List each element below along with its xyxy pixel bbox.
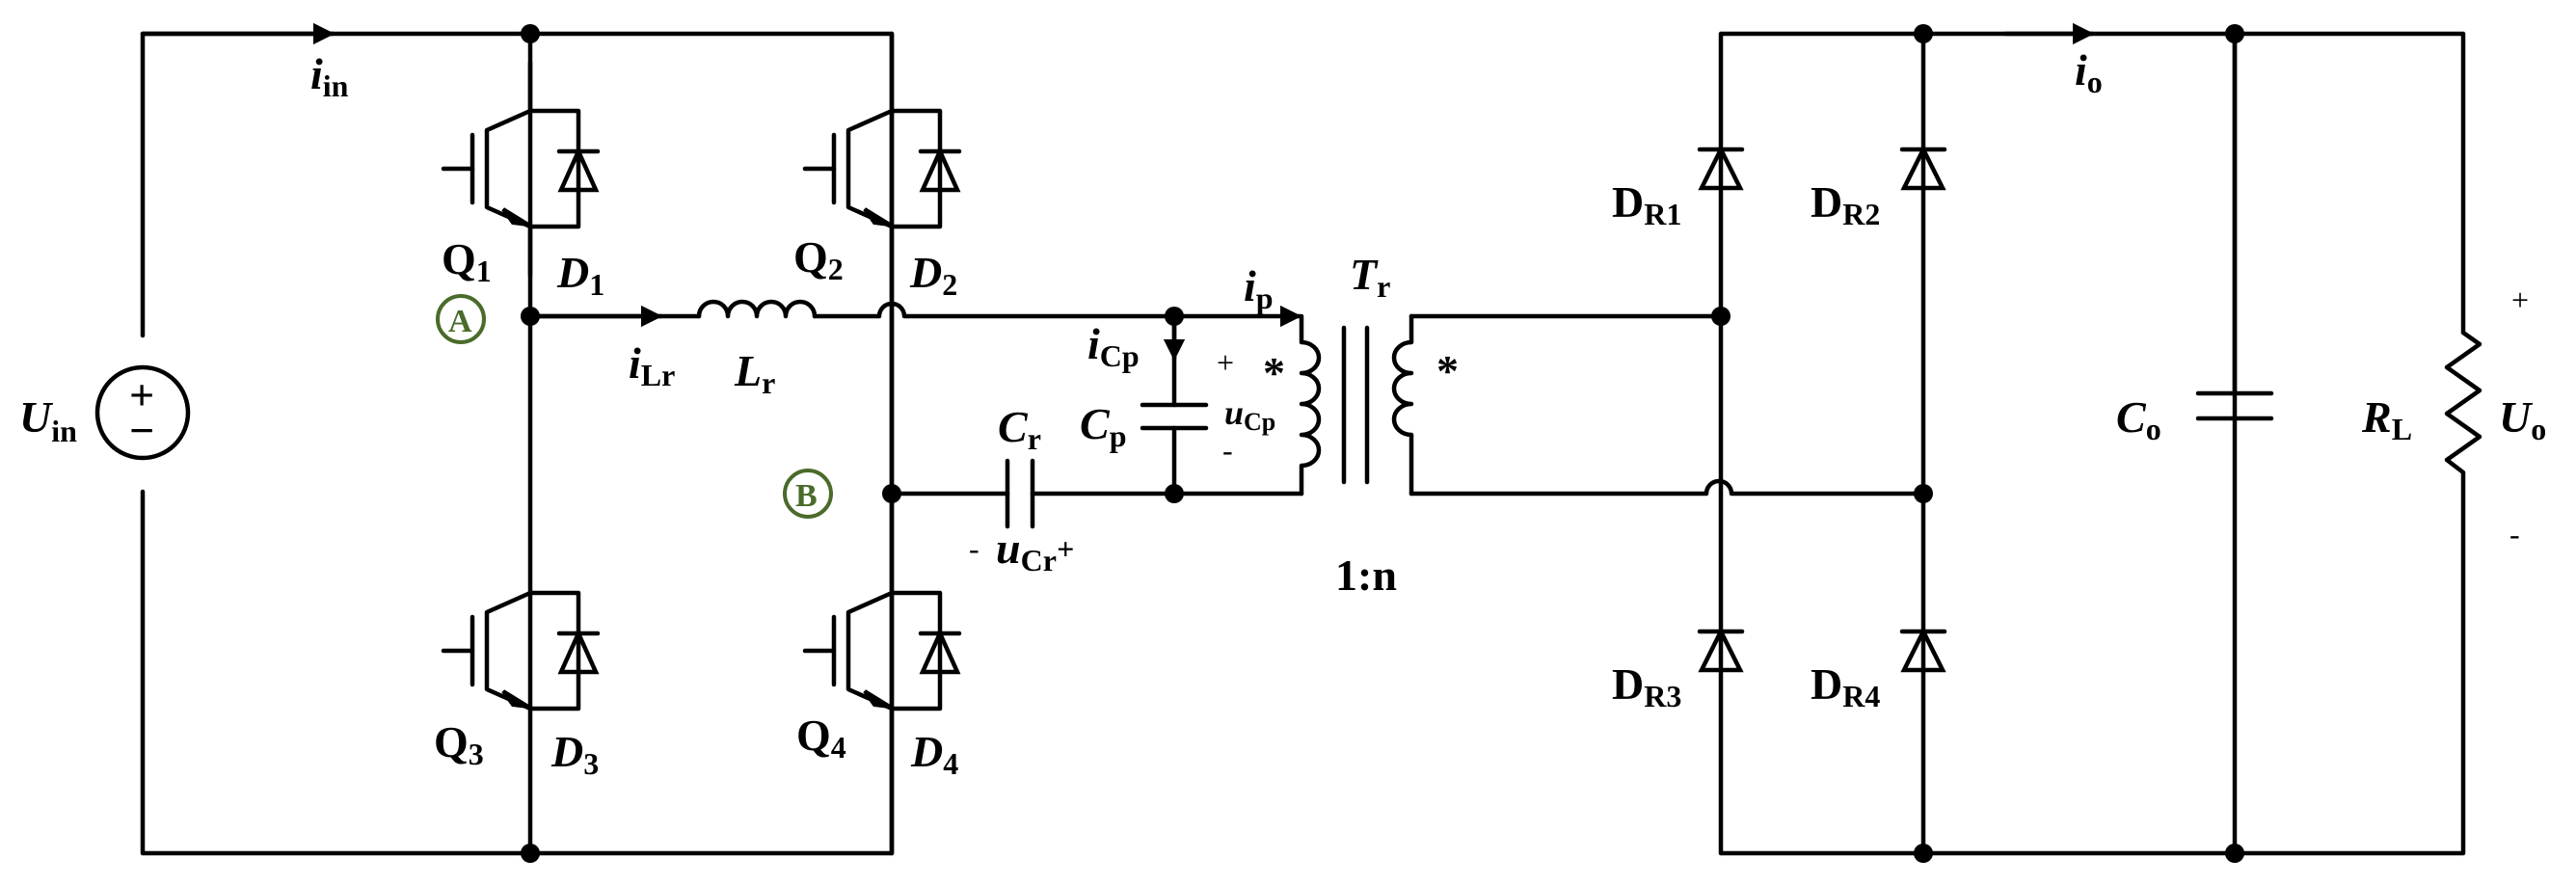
input-rails	[140, 22, 895, 856]
label-d3: D3	[550, 727, 599, 781]
label-q4: Q4	[796, 711, 846, 765]
label-dr2: DR2	[1811, 177, 1880, 231]
label-d1: D1	[556, 248, 604, 302]
diode-dr2	[1899, 144, 1947, 191]
label-u-in: Uin	[19, 392, 77, 448]
label-u-cp-minus: -	[1222, 433, 1233, 468]
resonant-path-top	[527, 299, 1177, 328]
switch-q1	[441, 60, 601, 278]
diode-dr3	[1697, 626, 1745, 673]
label-q3: Q3	[434, 717, 484, 771]
label-turns-ratio: 1:n	[1335, 550, 1397, 600]
label-u-o-minus: -	[2509, 517, 2520, 551]
label-u-o-plus: +	[2511, 282, 2529, 317]
output-rails	[1718, 22, 2466, 856]
label-i-lr: iLr	[629, 338, 675, 392]
label-dr1: DR1	[1612, 177, 1681, 231]
label-c-p: Cp	[1080, 399, 1126, 453]
input-voltage-source: + −	[94, 364, 191, 461]
resistor-rl	[2444, 330, 2482, 475]
capacitor-co	[2195, 31, 2274, 421]
label-i-in: iin	[310, 49, 349, 103]
label-r-l: RL	[2361, 392, 2412, 446]
diode-dr1	[1697, 144, 1745, 191]
resonant-path-bottom	[889, 458, 1304, 529]
transformer-tr	[1299, 313, 1926, 497]
label-c-r: Cr	[998, 402, 1041, 456]
label-u-cp: uCp	[1224, 393, 1275, 436]
label-q1: Q1	[442, 234, 492, 288]
label-i-cp: iCp	[1087, 319, 1140, 373]
svg-text:A: A	[448, 304, 472, 339]
label-d4: D4	[910, 727, 958, 781]
label-u-cr: uCr+	[996, 524, 1074, 577]
node-b-marker: B	[783, 469, 833, 519]
label-u-cp-plus: +	[1217, 345, 1234, 380]
label-t-r: Tr	[1350, 250, 1390, 304]
label-u-o: Uo	[2499, 392, 2546, 446]
source-minus-sign: −	[129, 406, 154, 455]
dot-primary: *	[1263, 348, 1285, 397]
switch-q2	[802, 108, 962, 229]
label-i-p: ip	[1244, 261, 1274, 315]
capacitor-cp	[1140, 313, 1209, 497]
label-u-cr-minus: -	[969, 531, 979, 566]
dot-secondary: *	[1436, 346, 1459, 395]
junction-dots	[521, 24, 2244, 863]
label-q2: Q2	[793, 232, 844, 286]
label-i-o: io	[2075, 45, 2103, 99]
label-d2: D2	[909, 248, 957, 302]
label-dr4: DR4	[1811, 659, 1880, 713]
diode-dr4	[1899, 626, 1947, 673]
source-plus-sign: +	[129, 370, 154, 419]
label-l-r: Lr	[734, 346, 775, 400]
label-dr3: DR3	[1612, 659, 1681, 713]
switch-q4	[802, 590, 962, 711]
switch-q3	[441, 590, 601, 711]
label-c-o: Co	[2116, 392, 2161, 446]
node-a-marker: A	[436, 294, 486, 344]
svg-text:B: B	[795, 478, 818, 514]
